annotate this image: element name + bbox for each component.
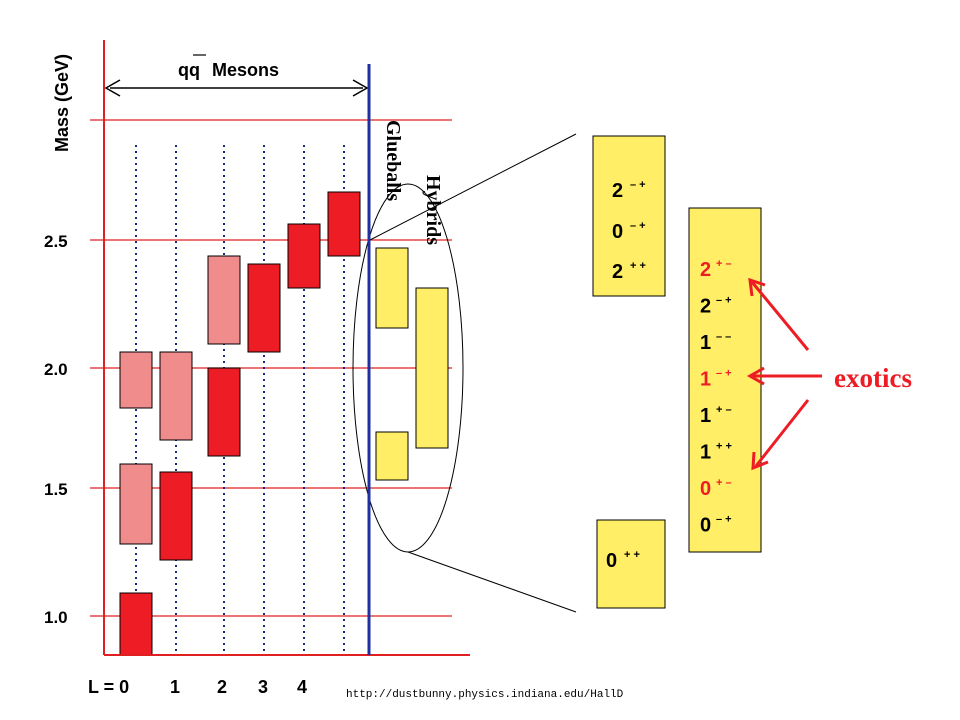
exotics-arrowhead-bottom (751, 451, 769, 471)
glueball-pc: – + (630, 220, 646, 232)
exotic-boxes (375, 247, 449, 481)
hybrid-detail-box (688, 207, 762, 553)
hybrid-state-j: 1 (700, 442, 711, 464)
hybrid-state-pc: – + (716, 368, 732, 380)
meson-box-l1-b (159, 351, 193, 441)
x-tick-labels: L = 0 1 2 3 4 (88, 677, 307, 697)
glueball-top-states: 2 – + 0 – + 2 + + (612, 179, 646, 283)
hybrid-state-pc: + + (716, 441, 732, 453)
meson-boxes (119, 191, 361, 656)
x-tick-label: 1 (170, 677, 180, 697)
meson-box-l0-c (119, 351, 153, 409)
glueball-bottom-pc: + + (624, 549, 640, 561)
mesons-label: qq Mesons (178, 54, 279, 80)
exotics-arrow-top (750, 281, 810, 351)
hybrid-state-pc: – – (716, 331, 731, 343)
y-tick-label: 2.5 (44, 232, 68, 251)
x-tick-label: 3 (258, 677, 268, 697)
x-tick-label: 4 (297, 677, 307, 697)
y-axis-label: Mass (GeV) (52, 54, 72, 152)
glueball-j: 2 (612, 261, 623, 283)
meson-box-l0-a (119, 592, 153, 656)
hybrid-box (415, 287, 449, 449)
y-tick-labels: 2.5 2.0 1.5 1.0 (44, 232, 68, 627)
hybrid-state-pc: – + (716, 295, 732, 307)
zoom-line-bottom (407, 551, 577, 613)
y-tick-label: 1.5 (44, 480, 68, 499)
glueball-detail-box-top (592, 135, 666, 297)
hybrids-label: Hybrids (422, 175, 444, 245)
meson-box-l3 (247, 263, 281, 353)
hybrid-state-j: 2 (700, 296, 711, 318)
hybrid-state-pc: + – (716, 258, 732, 270)
x-tick-label: 2 (217, 677, 227, 697)
y-tick-label: 2.0 (44, 360, 68, 379)
hybrid-state-list: 2 + – 2 – + 1 – – 1 – + 1 + – 1 + + 0 + – 0 – + (700, 258, 732, 537)
mesons-qq: qq (178, 60, 200, 80)
meson-box-l0-b (119, 463, 153, 545)
hybrid-state-j: 0 (700, 478, 711, 500)
hybrid-state-j: 1 (700, 405, 711, 427)
mesons-range-arrow (104, 79, 369, 97)
exotics-arrowhead-middle (746, 366, 765, 386)
glueball-pc: + + (630, 260, 646, 272)
exotics-arrowhead-top (748, 277, 766, 297)
glueball-bottom-j: 0 (606, 550, 617, 572)
meson-box-l5 (327, 191, 361, 257)
y-tick-label: 1.0 (44, 608, 68, 627)
meson-box-l1-a (159, 471, 193, 561)
glueballs-label: Glueballs (382, 120, 404, 201)
meson-box-l4 (287, 223, 321, 289)
hybrid-state-pc: + – (716, 477, 732, 489)
meson-box-l2-b (207, 255, 241, 345)
glueball-j: 0 (612, 221, 623, 243)
glueball-pc: – + (630, 179, 646, 191)
glueball-box-lower (375, 431, 409, 481)
hybrid-state-j: 1 (700, 332, 711, 354)
exotics-label: exotics (834, 363, 912, 393)
zoom-line-top (369, 133, 577, 241)
mesons-word: Mesons (212, 60, 279, 80)
x-tick-label: L = 0 (88, 677, 129, 697)
glueball-detail-box-bottom (596, 519, 666, 609)
glueball-j: 2 (612, 180, 623, 202)
hybrid-state-j: 1 (700, 369, 711, 391)
glueball-box-upper (375, 247, 409, 329)
hybrid-state-pc: – + (716, 514, 732, 526)
source-url: http://dustbunny.physics.indiana.edu/Hal… (346, 689, 624, 701)
hybrid-state-j: 2 (700, 259, 711, 281)
meson-box-l2-a (207, 367, 241, 457)
hybrid-state-j: 0 (700, 515, 711, 537)
exotics-arrow-bottom (754, 399, 810, 467)
exotics-arrows (746, 277, 822, 471)
hybrid-state-pc: + – (716, 404, 732, 416)
